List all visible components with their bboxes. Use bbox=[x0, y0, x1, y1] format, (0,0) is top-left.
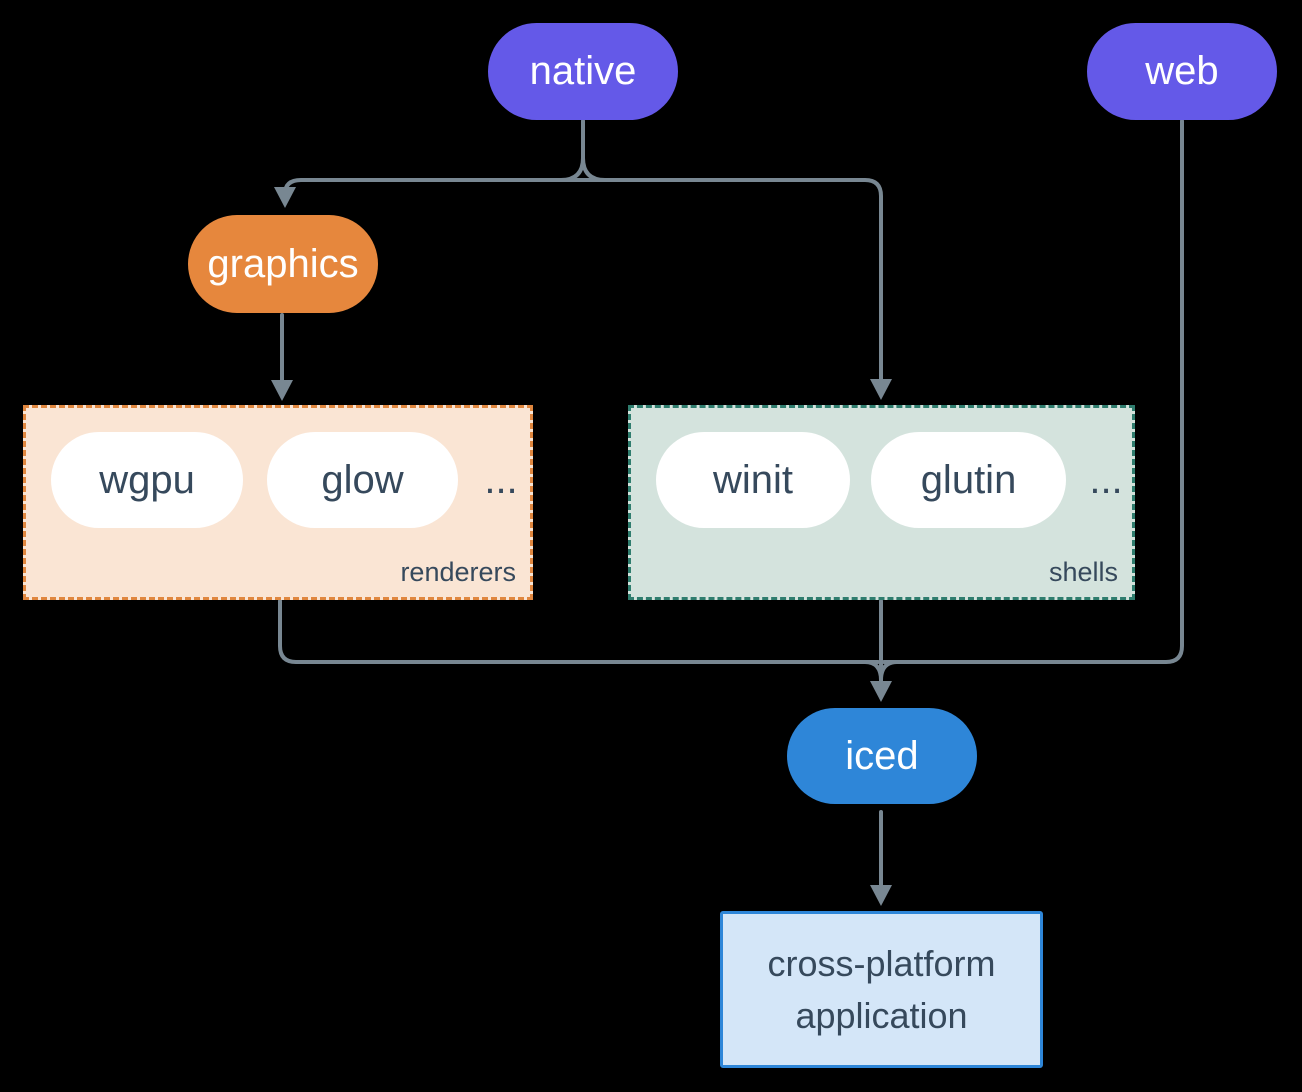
renderers-ellipsis: ... bbox=[484, 457, 518, 502]
arrowhead-shells bbox=[870, 379, 892, 400]
node-web: web bbox=[1087, 23, 1277, 120]
node-graphics: graphics bbox=[188, 215, 378, 313]
node-glutin: glutin bbox=[871, 432, 1066, 528]
shells-ellipsis: ... bbox=[1089, 457, 1123, 502]
node-winit-label: winit bbox=[712, 457, 794, 502]
node-glow: glow bbox=[267, 432, 458, 528]
node-cross-platform-application: cross-platform application bbox=[720, 911, 1043, 1068]
arrowhead-app bbox=[870, 885, 892, 906]
group-shells: winit glutin ... shells bbox=[628, 405, 1135, 600]
arrowhead-renderers bbox=[271, 380, 293, 401]
renderers-group-label: renderers bbox=[400, 557, 516, 587]
node-glutin-label: glutin bbox=[920, 457, 1017, 502]
node-web-label: web bbox=[1145, 49, 1219, 93]
shells-group-label: shells bbox=[1048, 557, 1118, 587]
node-native-label: native bbox=[529, 49, 637, 93]
node-native: native bbox=[488, 23, 678, 120]
edge-merge-fillet-right bbox=[879, 660, 899, 682]
edge-native-fillet-right bbox=[581, 156, 607, 182]
node-wgpu: wgpu bbox=[51, 432, 243, 528]
node-wgpu-label: wgpu bbox=[99, 457, 195, 502]
edge-native-fillet-left bbox=[559, 156, 585, 182]
node-glow-label: glow bbox=[321, 457, 404, 502]
node-app-label: cross-platform application bbox=[767, 943, 996, 1036]
node-iced: iced bbox=[787, 708, 977, 804]
edge-web-merge bbox=[882, 119, 1184, 664]
edge-renderers-merge bbox=[278, 599, 880, 664]
edge-native-split bbox=[283, 178, 883, 384]
node-graphics-label: graphics bbox=[207, 241, 359, 286]
node-winit: winit bbox=[656, 432, 850, 528]
arrowhead-graphics bbox=[274, 187, 296, 208]
arrowhead-iced bbox=[870, 681, 892, 702]
group-renderers: wgpu glow ... renderers bbox=[23, 405, 533, 600]
edge-merge-fillet-left bbox=[863, 660, 883, 682]
node-iced-label: iced bbox=[845, 733, 919, 778]
